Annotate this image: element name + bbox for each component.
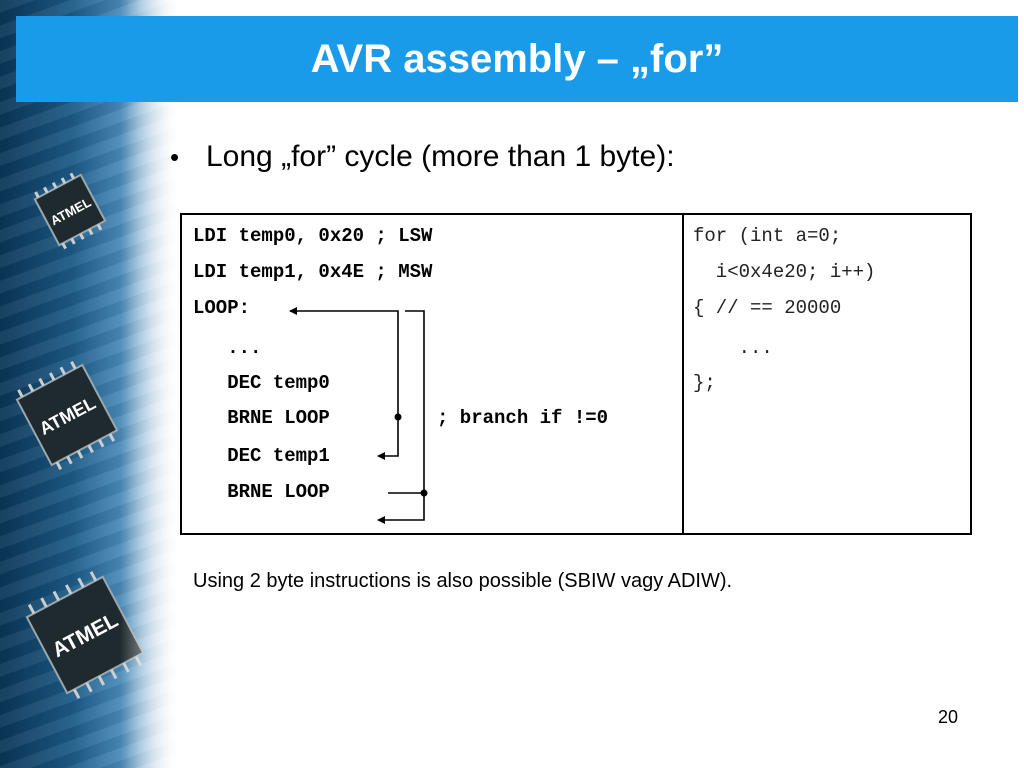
asm-line: LOOP: xyxy=(193,297,251,319)
asm-line: ... xyxy=(193,337,262,359)
c-code-line: }; xyxy=(693,372,716,394)
asm-line: LDI temp1, 0x4E ; MSW xyxy=(193,261,433,283)
title-bar: AVR assembly – „for” xyxy=(16,16,1018,102)
decorative-sidebar: ATMEL ATMEL ATMEL xyxy=(0,0,180,768)
code-table xyxy=(180,213,972,535)
footnote-text: Using 2 byte instructions is also possib… xyxy=(193,570,733,592)
bullet-text: Long „for” cycle (more than 1 byte): xyxy=(206,140,675,173)
asm-line: BRNE LOOP xyxy=(193,481,330,503)
asm-line: DEC temp0 xyxy=(193,372,330,394)
c-code-line: for (int a=0; xyxy=(693,225,842,247)
asm-line: BRNE LOOP xyxy=(193,407,330,429)
page-number: 20 xyxy=(938,707,959,727)
c-code-line: ... xyxy=(693,337,773,359)
bullet-icon: • xyxy=(170,141,180,172)
chip-icon: ATMEL xyxy=(25,571,145,699)
c-code-line: { // == 20000 xyxy=(693,297,842,319)
bullet-point: • Long „for” cycle (more than 1 byte): xyxy=(170,140,675,174)
c-code-line: i<0x4e20; i++) xyxy=(693,261,876,283)
asm-line: DEC temp1 xyxy=(193,445,330,467)
table-divider xyxy=(682,215,684,533)
slide-title: AVR assembly – „for” xyxy=(310,36,724,81)
asm-line: LDI temp0, 0x20 ; LSW xyxy=(193,225,433,247)
chip-icon: ATMEL xyxy=(15,360,119,470)
chip-icon: ATMEL xyxy=(33,172,107,250)
asm-comment: ; branch if !=0 xyxy=(437,407,609,429)
